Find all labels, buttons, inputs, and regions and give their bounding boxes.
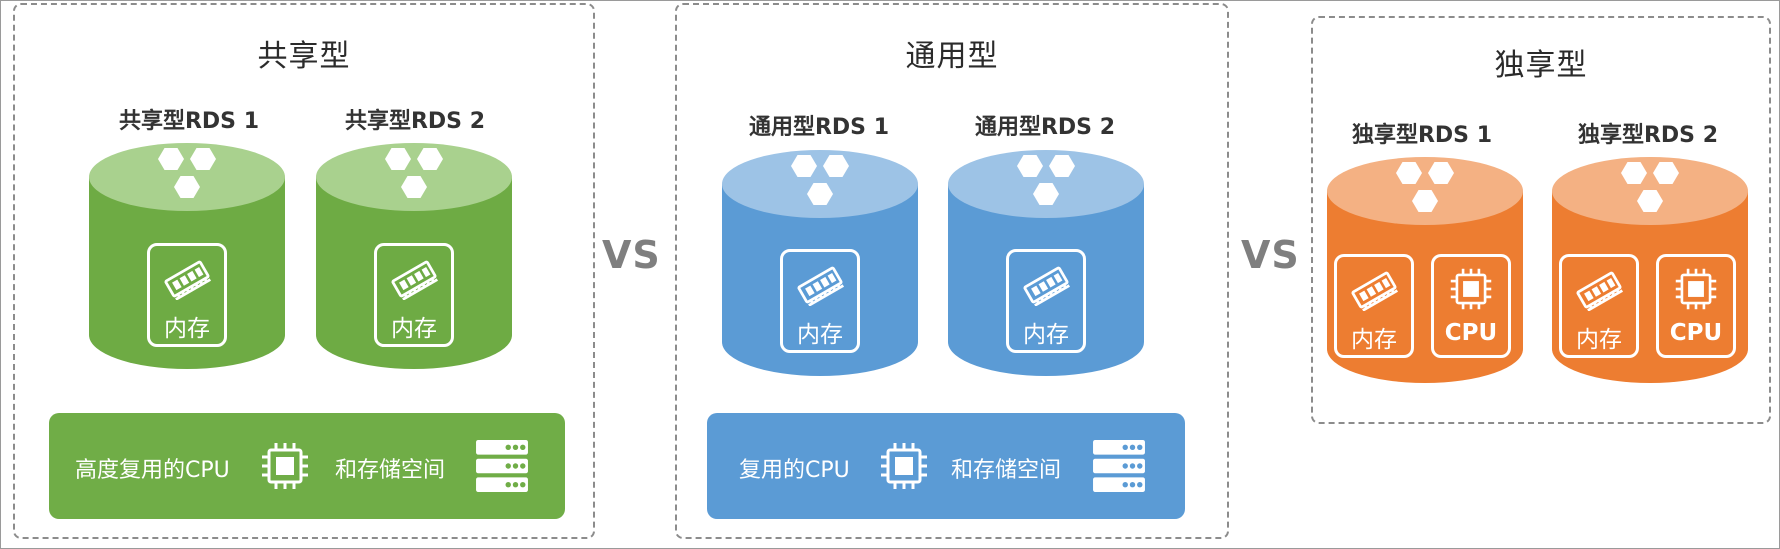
storage-icon: [1092, 439, 1146, 493]
memory-label: 内存: [164, 316, 210, 342]
memory-icon: [794, 264, 846, 306]
band-text-storage: 和存储空间: [335, 458, 446, 483]
cylinder-body: [89, 177, 285, 369]
dedicated-db1-cylinder: [1327, 157, 1523, 383]
cylinder-body: [722, 184, 918, 376]
dedicated-db2-label: 独享型RDS 2: [1577, 123, 1718, 148]
dedicated-db2-cpu-module: CPU: [1656, 254, 1736, 358]
dedicated-db1-memory-module: 内存: [1334, 254, 1414, 358]
memory-label: 内存: [797, 322, 843, 348]
band-text-cpu: 高度复用的CPU: [75, 458, 230, 483]
general-db2-cylinder: [948, 150, 1144, 376]
general-db1-cylinder: [722, 150, 918, 376]
cpu-icon: [879, 441, 929, 491]
general-db1-memory-module: 内存: [780, 249, 860, 353]
shared-panel: 共享型 共享型RDS 1 内存 共享型RDS 2 内存 高度复用的CPU 和存储…: [13, 3, 595, 539]
memory-icon: [161, 258, 213, 300]
cpu-icon: [1674, 267, 1718, 311]
dedicated-db1-label: 独享型RDS 1: [1351, 123, 1492, 148]
memory-icon: [388, 258, 440, 300]
general-panel-title: 通用型: [905, 39, 999, 74]
shared-panel-title: 共享型: [257, 39, 351, 74]
general-panel: 通用型 通用型RDS 1 内存 通用型RDS 2 内存 复用的CPU 和存储空间: [675, 3, 1229, 539]
cylinder-body: [948, 184, 1144, 376]
shared-db2-cylinder: [316, 143, 512, 369]
cpu-label: CPU: [1669, 320, 1723, 346]
cylinder-body: [1327, 191, 1523, 383]
band-text-cpu: 复用的CPU: [739, 458, 850, 483]
general-resource-band: 复用的CPU 和存储空间: [707, 413, 1185, 519]
memory-label: 内存: [1576, 327, 1622, 353]
dedicated-panel-title: 独享型: [1494, 48, 1588, 83]
cpu-icon: [260, 441, 310, 491]
shared-resource-band: 高度复用的CPU 和存储空间: [49, 413, 565, 519]
memory-label: 内存: [1351, 327, 1397, 353]
storage-icon: [475, 439, 529, 493]
shared-db2-label: 共享型RDS 2: [344, 109, 485, 134]
memory-icon: [1020, 264, 1072, 306]
memory-icon: [1573, 269, 1625, 311]
dedicated-panel: 独享型 独享型RDS 1 内存 CPU 独享型RDS 2 内存: [1311, 16, 1771, 424]
shared-db1-cylinder: [89, 143, 285, 369]
shared-db1-memory-module: 内存: [147, 243, 227, 347]
dedicated-db1-cpu-module: CPU: [1431, 254, 1511, 358]
dedicated-db2-cylinder: [1552, 157, 1748, 383]
cylinder-body: [316, 177, 512, 369]
memory-label: 内存: [1023, 322, 1069, 348]
shared-db1-label: 共享型RDS 1: [118, 109, 259, 134]
shared-db2-memory-module: 内存: [374, 243, 454, 347]
memory-label: 内存: [391, 316, 437, 342]
dedicated-db2-memory-module: 内存: [1559, 254, 1639, 358]
general-db1-label: 通用型RDS 1: [748, 115, 889, 140]
cpu-icon: [1449, 267, 1493, 311]
vs-separator-1: VS: [602, 233, 661, 277]
band-text-storage: 和存储空间: [951, 458, 1062, 483]
memory-icon: [1348, 269, 1400, 311]
general-db2-memory-module: 内存: [1006, 249, 1086, 353]
vs-separator-2: VS: [1241, 233, 1300, 277]
general-db2-label: 通用型RDS 2: [974, 115, 1115, 140]
cylinder-body: [1552, 191, 1748, 383]
cpu-label: CPU: [1444, 320, 1498, 346]
